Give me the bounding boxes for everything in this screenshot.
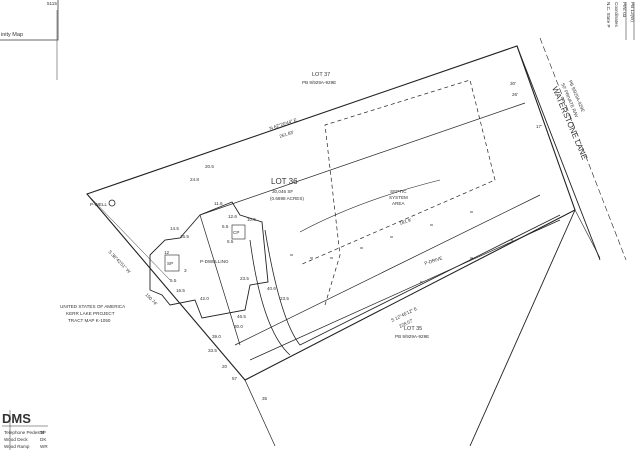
svg-text:23.5: 23.5 (280, 296, 289, 301)
proposed-drive (264, 214, 561, 346)
dwelling-label: P-DWELLING (200, 259, 229, 264)
west-bearing: S 38°42'51" W (107, 249, 132, 274)
south-bearing: S 12°46'12" E (390, 306, 418, 323)
svg-text:24.8: 24.8 (190, 177, 199, 182)
svg-text:6.5: 6.5 (222, 224, 229, 229)
svg-text:N.C. State P: N.C. State P (606, 2, 611, 28)
setback-line (199, 102, 526, 346)
svg-text:33.5: 33.5 (208, 348, 217, 353)
lot-36-label: LOT 36 (271, 177, 298, 186)
west-distance: 150.74' (144, 292, 158, 306)
legend-row-name: Wood Ramp (4, 444, 30, 449)
lot-36-area-sf: 30,046 SF (272, 189, 293, 194)
lot-35-pb: PB 9/929A-929E (395, 334, 429, 339)
svg-text:5.5: 5.5 (170, 278, 177, 283)
svg-text:12: 12 (164, 250, 170, 255)
vicinity-map-label: inity Map (1, 32, 23, 38)
svg-text:12.6: 12.6 (228, 214, 237, 219)
svg-text:10.5: 10.5 (247, 217, 256, 222)
south-distance: 228.57' (398, 318, 414, 329)
east-dim-1: 30' (510, 81, 516, 86)
east-dim-2: 26' (512, 92, 518, 97)
svg-text:35: 35 (262, 396, 268, 401)
right-of-way-line (516, 45, 601, 261)
well-icon (108, 199, 116, 207)
legend-row-abbr: DK (40, 437, 47, 442)
svg-text:14.5: 14.5 (170, 226, 179, 231)
usa-line-3: TRACT MAP K-1050 (68, 318, 111, 323)
inner-distance: 181.9' (399, 217, 412, 226)
coordinates-note: N.C. State P Coordinates PIN: 03 PB 12(W… (606, 2, 635, 28)
lot-35-south-line (469, 209, 576, 447)
east-dim-3: 17' (536, 124, 542, 129)
well-label: P-WELL (90, 202, 108, 207)
sheet-number: 5115 (47, 1, 57, 6)
svg-text:39.0: 39.0 (212, 334, 221, 339)
cp-label: CP (233, 230, 239, 235)
septic-label-2: SYSTEM (389, 195, 408, 200)
north-bearing: N 62°20'44" E (269, 117, 298, 131)
svg-text:11.6: 11.6 (214, 201, 223, 206)
svg-text:20.5: 20.5 (205, 164, 214, 169)
lot-35-label: LOT 35 (404, 326, 422, 332)
septic-area-outline (299, 79, 496, 306)
svg-text:5.5: 5.5 (227, 239, 234, 244)
svg-text:16.5: 16.5 (180, 234, 189, 239)
svg-text:PIN: 03: PIN: 03 (622, 2, 627, 18)
svg-text:57: 57 (232, 376, 238, 381)
svg-text:42.0: 42.0 (200, 296, 209, 301)
waterstone-lane-label: WATERSTONE LANE 50' PRIVATE R/W PB 9/929… (550, 79, 589, 161)
lot-36-area-ac: (0.6898 ACRES) (270, 196, 304, 201)
vicinity-map-frame: inity Map 5115 (0, 0, 59, 41)
lot-37-label: LOT 37 (312, 72, 330, 78)
svg-text:Coordinates: Coordinates (614, 2, 619, 27)
svg-text:23.5: 23.5 (240, 276, 249, 281)
legend-row-name: Telephone Pedestal (4, 430, 44, 435)
svg-text:20: 20 (222, 364, 228, 369)
porch-sp (164, 254, 180, 272)
north-distance: 261.83' (279, 130, 295, 139)
lot-37-pb: PB 9/929A-929E (302, 80, 336, 85)
svg-text:46.5: 46.5 (237, 314, 246, 319)
svg-text:PB 12(W): PB 12(W) (630, 2, 635, 22)
sp-label: SP (167, 261, 173, 266)
dimension-labels: 20.5 24.8 11.6 14.5 16.5 12 12.6 6.5 10.… (164, 164, 289, 401)
usa-line-1: UNITED STATES OF AMERICA (60, 304, 126, 309)
usa-line-2: KERR LAKE PROJECT (66, 311, 115, 316)
legend-row-name: Wood Deck (4, 437, 28, 442)
legend-row-abbr: TP (40, 430, 46, 435)
legend: DMS Telephone Pedestal TP Wood Deck DK W… (2, 411, 48, 449)
svg-text:30.0: 30.0 (234, 324, 243, 329)
porch-cp (231, 224, 246, 240)
legend-title: DMS (2, 411, 31, 426)
septic-label-1: SEPTIC (390, 189, 407, 194)
proposed-dwelling (149, 201, 269, 319)
svg-text:16.5: 16.5 (176, 288, 185, 293)
legend-row-abbr: WR (40, 444, 48, 449)
drive-label: P-DRIVE (424, 255, 443, 266)
svg-text:3: 3 (184, 268, 187, 273)
septic-label-3: AREA (392, 201, 405, 206)
svg-text:40.6: 40.6 (267, 286, 276, 291)
